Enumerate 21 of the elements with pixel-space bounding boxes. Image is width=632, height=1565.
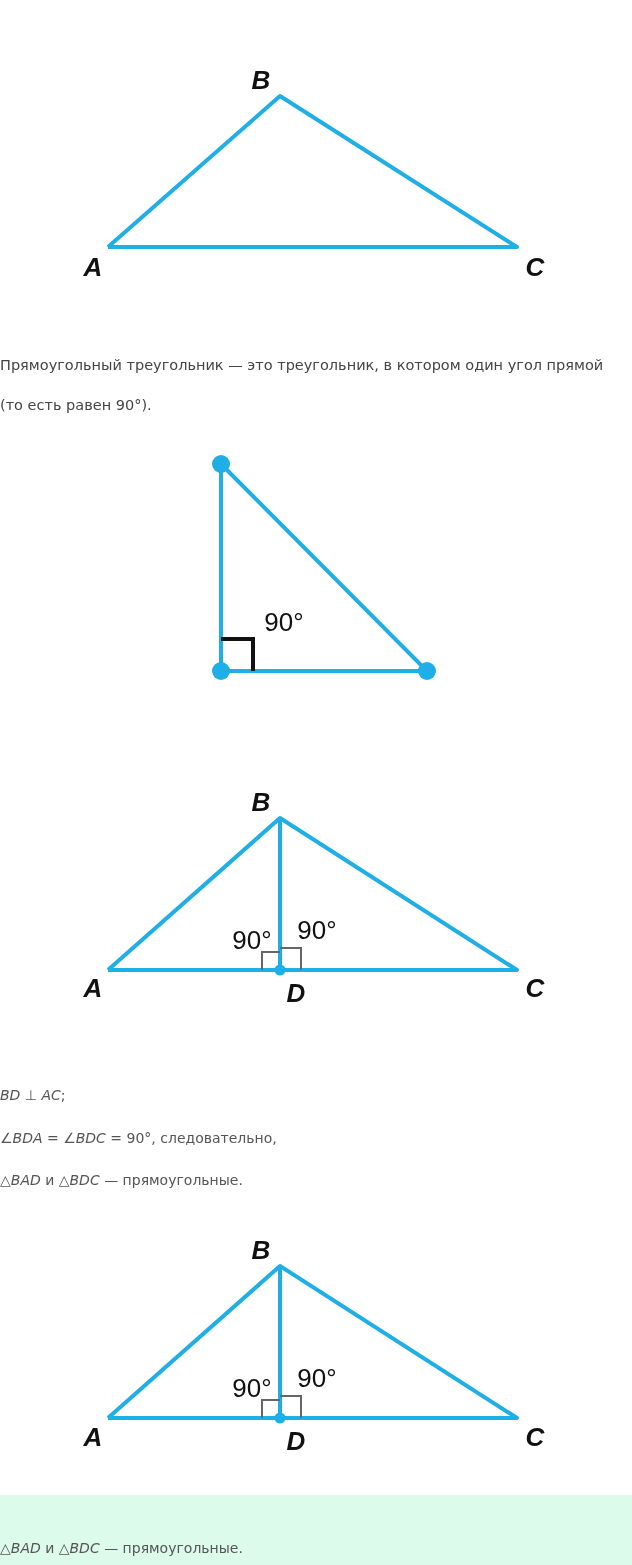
angle-label: 90° xyxy=(297,1362,337,1394)
conclusion-text: △BAD и △BDC — прямоугольные. xyxy=(0,1540,243,1556)
math-statement: BD ⊥ AC; xyxy=(0,1087,66,1103)
vertex-label: C xyxy=(525,251,545,283)
vertex-label: A xyxy=(83,972,103,1004)
math-statement: ∠BDA = ∠BDC = 90°, следовательно, xyxy=(0,1130,277,1146)
definition-text: Прямоугольный треугольник — это треугольник, в котором один угол прямой (то есть равен 90°). xyxy=(0,356,605,415)
vertex-label: D xyxy=(286,1425,306,1457)
vertex-label: B xyxy=(251,1234,271,1266)
angle-label: 90° xyxy=(264,606,304,638)
angle-label: 90° xyxy=(297,914,337,946)
vertex-label: C xyxy=(525,1421,545,1453)
vertex-label: D xyxy=(286,977,306,1009)
vertex-label: C xyxy=(525,972,545,1004)
angle-label: 90° xyxy=(232,1372,272,1404)
vertex-label: A xyxy=(83,251,103,283)
vertex-label: A xyxy=(83,1421,103,1453)
vertex-label: B xyxy=(251,786,271,818)
math-statement: △BAD и △BDC — прямоугольные. xyxy=(0,1172,243,1188)
angle-label: 90° xyxy=(232,924,272,956)
vertex-label: B xyxy=(251,64,271,96)
